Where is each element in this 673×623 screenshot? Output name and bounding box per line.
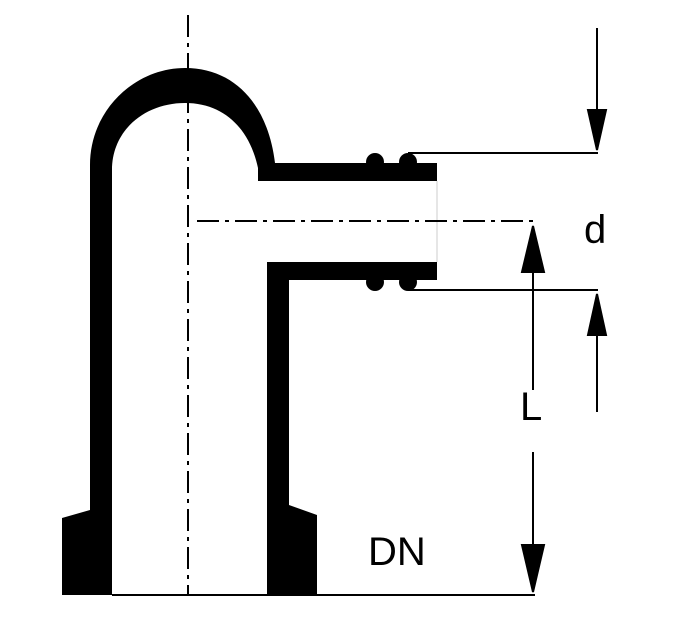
fitting-body-outer-wall — [62, 68, 437, 595]
label-dn: DN — [368, 530, 426, 574]
label-l: L — [520, 385, 542, 429]
l-dimension-arrows — [520, 225, 546, 593]
d-dimension-arrows — [586, 28, 608, 412]
o-ring-seals — [366, 153, 417, 291]
fitting-body-lower-wall — [267, 262, 437, 595]
extension-lines — [112, 152, 598, 596]
label-d: d — [584, 208, 606, 252]
